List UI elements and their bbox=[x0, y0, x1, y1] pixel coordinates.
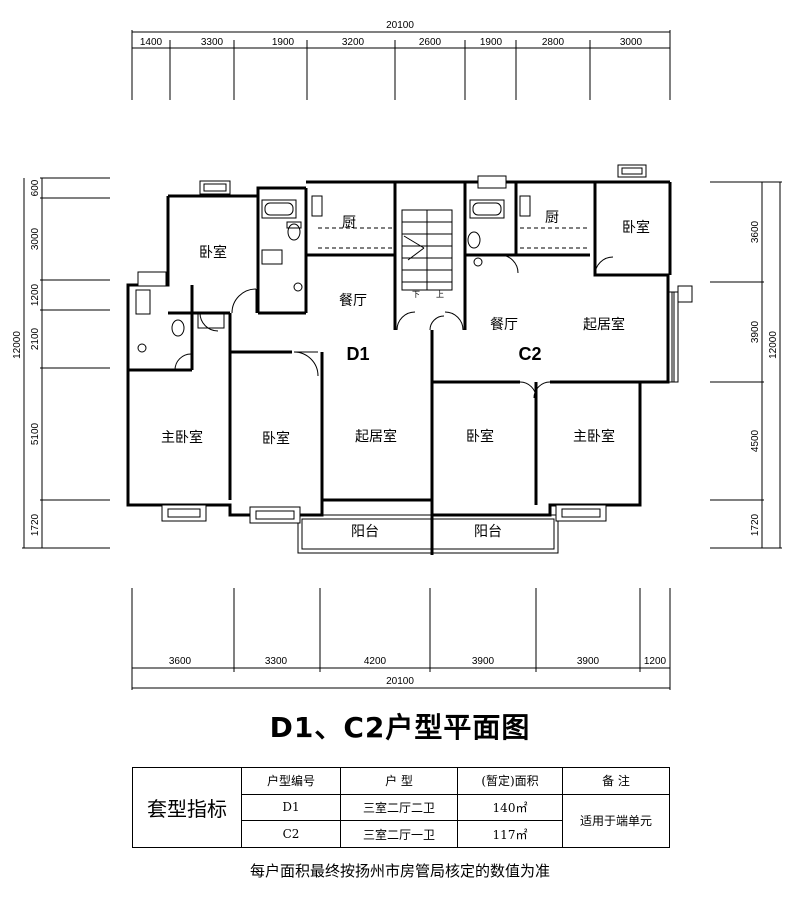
header-area: (暂定)面积 bbox=[457, 767, 563, 795]
top-dim-3: 1900 bbox=[272, 37, 295, 48]
c2-living-room-label: 起居室 bbox=[583, 316, 625, 333]
bottom-dimensions bbox=[131, 588, 671, 690]
right-dimensions bbox=[710, 181, 782, 549]
top-dim-7: 2800 bbox=[542, 37, 565, 48]
row-c2-code: C2 bbox=[241, 820, 341, 848]
d1-bedroom-label: 卧室 bbox=[262, 430, 290, 447]
kitchen-counters bbox=[318, 227, 590, 249]
unit-d1-label: D1 bbox=[346, 344, 369, 364]
bathroom-fixtures bbox=[135, 195, 531, 353]
c2-kitchen-label: 厨 bbox=[545, 210, 559, 226]
c2-dining-label: 餐厅 bbox=[490, 317, 518, 333]
spec-label: 套型指标 bbox=[132, 767, 242, 848]
top-dim-6: 1900 bbox=[480, 37, 503, 48]
remark-cell: 适用于端单元 bbox=[562, 793, 670, 849]
table-row: D1 三室二厅二卫 140㎡ 适用于端单元 bbox=[133, 793, 670, 849]
top-dim-2: 3300 bbox=[201, 37, 224, 48]
header-remark: 备 注 bbox=[562, 767, 670, 795]
left-total-dim: 12000 bbox=[12, 331, 23, 359]
table-row: C2 三室二厅一卫 117㎡ bbox=[133, 820, 670, 848]
right-dim-4: 1720 bbox=[750, 513, 761, 536]
c2-balcony-label: 阳台 bbox=[474, 524, 502, 540]
left-dim-1: 600 bbox=[30, 179, 41, 196]
left-dim-6: 1720 bbox=[30, 513, 41, 536]
bottom-total-dim: 20100 bbox=[386, 676, 414, 687]
top-dim-8: 3000 bbox=[620, 37, 643, 48]
header-type: 户 型 bbox=[340, 767, 458, 795]
top-dimensions bbox=[131, 30, 671, 100]
d1-kitchen-label: 厨 bbox=[342, 215, 356, 231]
footer-note: 每户面积最终按扬州市房管局核定的数值为准 bbox=[249, 862, 550, 880]
row-d1-area: 140㎡ bbox=[457, 793, 563, 822]
d1-dining-label: 餐厅 bbox=[339, 293, 367, 309]
d1-balcony-label: 阳台 bbox=[351, 524, 379, 540]
row-c2-type: 三室二厅一卫 bbox=[340, 820, 458, 848]
c2-bedroom-label: 卧室 bbox=[466, 428, 494, 445]
c2-bedroom-top-label: 卧室 bbox=[622, 219, 650, 236]
unit-c2-label: C2 bbox=[518, 344, 541, 364]
stair-up-label: 上 bbox=[436, 290, 444, 299]
left-dim-2: 3000 bbox=[30, 227, 41, 250]
walls bbox=[126, 180, 672, 555]
bottom-dim-3: 4200 bbox=[364, 656, 387, 667]
bottom-dim-1: 3600 bbox=[169, 656, 192, 667]
window-boxes bbox=[137, 164, 693, 524]
bottom-dim-4: 3900 bbox=[472, 656, 495, 667]
right-total-dim: 12000 bbox=[768, 331, 779, 359]
stair-down-label: 下 bbox=[412, 290, 420, 299]
bottom-dim-6: 1200 bbox=[644, 656, 667, 667]
bottom-dim-5: 3900 bbox=[577, 656, 600, 667]
door-swings bbox=[174, 254, 614, 399]
d1-master-bedroom-label: 主卧室 bbox=[161, 429, 203, 446]
top-dim-4: 3200 bbox=[342, 37, 365, 48]
right-dim-2: 3900 bbox=[750, 320, 761, 343]
header-code: 户型编号 bbox=[241, 767, 341, 795]
c2-master-bedroom-label: 主卧室 bbox=[573, 428, 615, 445]
floor-plan: 20100 1400 3300 1900 3200 2600 1900 2800… bbox=[12, 20, 782, 690]
top-total-dim: 20100 bbox=[386, 20, 414, 31]
stair-treads bbox=[401, 209, 453, 291]
row-c2-area: 117㎡ bbox=[457, 820, 563, 848]
d1-living-room-label: 起居室 bbox=[355, 428, 397, 445]
row-d1-type: 三室二厅二卫 bbox=[340, 793, 458, 822]
left-dim-4: 2100 bbox=[30, 327, 41, 350]
spec-table: 套型指标 户型编号 户 型 (暂定)面积 备 注 D1 三室二厅二卫 140㎡ … bbox=[132, 767, 670, 849]
left-dimensions bbox=[22, 177, 110, 549]
balcony-outline bbox=[297, 291, 679, 554]
table-header-row: 套型指标 户型编号 户 型 (暂定)面积 备 注 bbox=[132, 767, 670, 848]
top-dim-5: 2600 bbox=[419, 37, 442, 48]
d1-bedroom-top-label: 卧室 bbox=[199, 244, 227, 261]
right-dim-3: 4500 bbox=[750, 429, 761, 452]
bottom-dim-2: 3300 bbox=[265, 656, 288, 667]
plan-title: D1、C2户型平面图 bbox=[269, 711, 531, 744]
row-d1-code: D1 bbox=[241, 793, 341, 822]
top-dim-1: 1400 bbox=[140, 37, 163, 48]
left-dim-5: 5100 bbox=[30, 422, 41, 445]
right-dim-1: 3600 bbox=[750, 220, 761, 243]
left-dim-3: 1200 bbox=[30, 283, 41, 306]
